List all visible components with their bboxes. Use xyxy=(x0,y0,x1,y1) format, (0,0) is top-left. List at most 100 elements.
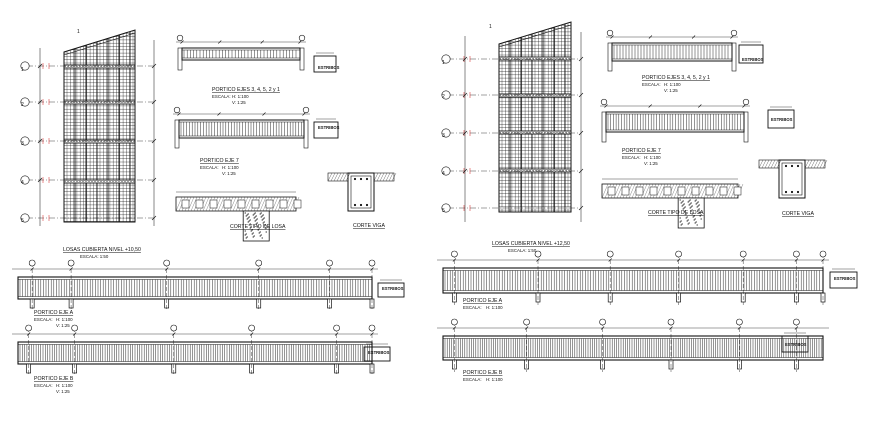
concrete-dot xyxy=(697,205,699,207)
stroke xyxy=(767,159,773,169)
concrete-dot xyxy=(696,202,698,204)
outline xyxy=(733,186,742,196)
rebar xyxy=(365,177,369,181)
concrete-dot xyxy=(244,234,246,236)
rebar xyxy=(365,203,369,207)
stroke xyxy=(37,63,43,69)
concrete-dot xyxy=(691,213,693,215)
stroke xyxy=(640,183,648,199)
stroke xyxy=(724,183,732,199)
right-beam-b xyxy=(600,98,750,143)
concrete-dot xyxy=(691,205,693,207)
left-plan-axis-5: 5 xyxy=(21,218,24,224)
right-plan-axis-2: 2 xyxy=(442,94,445,100)
stroke xyxy=(813,159,819,169)
axis-bubble xyxy=(176,34,184,42)
stroke xyxy=(177,112,181,116)
stroke xyxy=(578,130,584,136)
stroke xyxy=(536,258,540,262)
left-beam-b-title: PORTICO EJE 7 xyxy=(200,158,239,164)
axis-bubble xyxy=(302,106,310,114)
left-frame2-scale-v: V: 1:25 xyxy=(56,389,70,394)
left-frame1-box xyxy=(377,279,405,298)
axis-bubble xyxy=(20,97,30,107)
stroke xyxy=(289,196,297,212)
concrete-dot xyxy=(694,200,696,202)
stroke xyxy=(462,92,468,98)
concrete-dot xyxy=(265,227,267,229)
axis-bubble xyxy=(675,250,682,258)
concrete-dot xyxy=(693,215,695,217)
axis-bubble xyxy=(20,61,30,71)
concrete-dot xyxy=(255,223,257,225)
concrete-dot xyxy=(688,222,690,224)
concrete-dot xyxy=(251,229,253,231)
stroke xyxy=(819,159,825,169)
stroke xyxy=(271,196,279,212)
right-frame1-tag: ESTRIBOS xyxy=(834,276,856,281)
concrete-dot xyxy=(256,226,258,228)
left-frame1-scale: ESCALA: xyxy=(34,317,53,322)
outline xyxy=(601,111,607,143)
axis-bubble xyxy=(793,318,800,326)
axis-bubble xyxy=(599,318,606,326)
concrete-dot xyxy=(679,217,681,219)
right-plan-top-axis: 1 xyxy=(489,24,492,30)
stroke xyxy=(776,159,782,169)
right-plan-title: LOSAS CUBIERTA NIVEL +12,50 xyxy=(492,241,570,247)
left-plan-axes xyxy=(20,61,155,223)
right-frame1-scale-h: H: 1:100 xyxy=(486,305,503,310)
concrete-dot xyxy=(263,225,265,227)
stroke xyxy=(244,196,252,212)
stroke xyxy=(700,183,708,199)
concrete-dot xyxy=(698,208,700,210)
concrete-dot xyxy=(696,224,698,226)
right-slab-plan xyxy=(498,21,572,213)
right-plan-axis-4: 4 xyxy=(442,171,445,177)
concrete-dot xyxy=(263,217,265,219)
stroke xyxy=(498,24,572,48)
concrete-dot xyxy=(691,209,693,211)
outline xyxy=(442,335,824,361)
outline xyxy=(174,119,180,149)
concrete-dot xyxy=(259,231,261,233)
concrete-dot xyxy=(696,206,698,208)
concrete-dot xyxy=(689,199,691,201)
left-section-title: CORTE VIGA xyxy=(353,223,385,229)
rebar xyxy=(784,164,788,168)
left-plan-title: LOSAS CUBIERTA NIVEL +10,50 xyxy=(63,247,141,253)
concrete-dot xyxy=(680,202,682,204)
stroke xyxy=(658,183,666,199)
stroke xyxy=(151,215,157,221)
axis-bubble xyxy=(333,324,340,332)
outline xyxy=(181,199,190,209)
stroke xyxy=(217,112,221,116)
right-frame-2 xyxy=(437,318,829,372)
slab-reinforcement xyxy=(64,30,135,222)
stroke xyxy=(613,183,621,199)
stroke xyxy=(578,205,584,211)
concrete-dot xyxy=(698,204,700,206)
left-plan-scale: ESCALA: 1:50 xyxy=(80,254,109,259)
outline xyxy=(635,186,644,196)
right-beam-a-box xyxy=(738,41,764,64)
outline xyxy=(363,346,391,362)
outline xyxy=(778,159,806,199)
stroke xyxy=(742,104,746,108)
axis-bubble xyxy=(71,324,78,332)
outline xyxy=(299,47,305,71)
concrete-dot xyxy=(695,221,697,223)
right-beam-a xyxy=(606,29,738,72)
concrete-dot xyxy=(683,207,685,209)
stroke xyxy=(655,183,663,199)
stroke xyxy=(712,183,720,199)
outline xyxy=(738,44,764,64)
stroke xyxy=(794,326,799,330)
stroke xyxy=(72,332,77,336)
stroke xyxy=(232,196,240,212)
left-plan-axis-2: 2 xyxy=(21,102,24,108)
axis-bubble xyxy=(20,213,30,223)
stroke xyxy=(628,183,636,199)
stroke xyxy=(205,196,213,212)
stroke xyxy=(685,183,693,199)
